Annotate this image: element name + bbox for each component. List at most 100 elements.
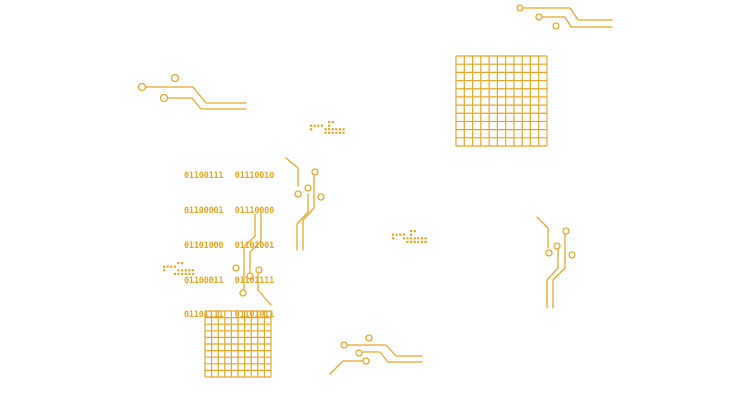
circuit-trace-right (536, 216, 576, 309)
dot (402, 237, 405, 240)
trace-node (304, 184, 312, 192)
dot (338, 131, 341, 134)
dot (320, 124, 323, 127)
trace-node (294, 190, 302, 198)
binary-text-right: 01110010 01110000 01101001 01101111 0110… (228, 148, 275, 345)
binary-text-left: 01100111 01100001 01101000 01100011 0110… (184, 148, 224, 345)
dot (331, 121, 334, 124)
grid-layer (204, 55, 548, 378)
dot (410, 233, 413, 236)
dot (188, 269, 191, 272)
binary-line: 01101111 (184, 310, 224, 321)
trace-node (137, 82, 147, 92)
binary-line: 01101111 (234, 275, 275, 286)
dot (177, 262, 180, 265)
trace-node (545, 249, 553, 257)
circuit-trace-bottom (329, 334, 423, 375)
dot (331, 128, 334, 131)
dot (406, 240, 409, 243)
binary-line: 01100111 (184, 171, 224, 182)
dot (173, 272, 176, 275)
dot (417, 240, 420, 243)
trace-node (568, 251, 576, 259)
dot (413, 237, 416, 240)
dot-cluster-upper (310, 121, 345, 134)
binary-line: 01101001 (234, 240, 275, 251)
trace-path (145, 86, 247, 104)
trace-path (329, 360, 363, 375)
trace-node (255, 266, 263, 274)
dot (402, 233, 405, 236)
trace-path (552, 233, 566, 309)
trace-node (516, 4, 524, 12)
dot (166, 265, 169, 268)
dot (399, 233, 402, 236)
trace-path (167, 97, 247, 110)
dot (191, 272, 194, 275)
dot (395, 233, 398, 236)
trace-path (249, 213, 262, 273)
dot (324, 128, 327, 131)
dot (328, 128, 331, 131)
binary-line: 01100011 (184, 275, 224, 286)
grid-pattern-top-right (455, 55, 548, 147)
binary-line: 01110010 (234, 171, 275, 182)
dot (188, 272, 191, 275)
dot (170, 265, 173, 268)
dot (310, 124, 313, 127)
dot (328, 121, 331, 124)
dot (424, 240, 427, 243)
trace-node (170, 73, 180, 83)
dot (392, 237, 395, 240)
dot (392, 233, 395, 236)
dot (324, 131, 327, 134)
dot (413, 230, 416, 233)
dot (410, 240, 413, 243)
grid-pattern-bottom-left (204, 310, 272, 378)
dot (335, 131, 338, 134)
trace-node (362, 357, 370, 365)
dot (420, 240, 423, 243)
trace-node (365, 334, 373, 342)
dot (338, 128, 341, 131)
dot (173, 265, 176, 268)
dot (317, 124, 320, 127)
dot (424, 237, 427, 240)
dot (163, 265, 166, 268)
dot (313, 124, 316, 127)
dot (310, 128, 313, 131)
trace-node (553, 242, 561, 250)
trace-path (347, 344, 423, 357)
dot (410, 230, 413, 233)
dot (177, 269, 180, 272)
dot (328, 131, 331, 134)
trace-path (522, 7, 613, 21)
trace-path (296, 193, 309, 251)
circuit-trace-center (285, 157, 325, 251)
dot (413, 240, 416, 243)
dot (331, 131, 334, 134)
dot (184, 269, 187, 272)
trace-node (562, 227, 570, 235)
dot-cluster-left (163, 262, 194, 275)
trace-node (239, 289, 247, 297)
dot (184, 272, 187, 275)
trace-path (302, 175, 315, 251)
binary-line: 01110000 (234, 205, 275, 216)
trace-path (243, 213, 256, 291)
trace-node (159, 93, 169, 103)
dot-layer (163, 121, 427, 275)
dot (181, 262, 184, 265)
trace-path (257, 273, 272, 306)
dot-cluster-center (392, 230, 427, 243)
trace-path (546, 249, 559, 309)
trace-path (362, 351, 423, 363)
trace-node (246, 272, 254, 280)
dot (342, 128, 345, 131)
trace-path (536, 216, 549, 249)
trace-node (535, 13, 543, 21)
dot (420, 237, 423, 240)
binary-line: 01100001 (184, 205, 224, 216)
binary-line: 01101000 (184, 240, 224, 251)
